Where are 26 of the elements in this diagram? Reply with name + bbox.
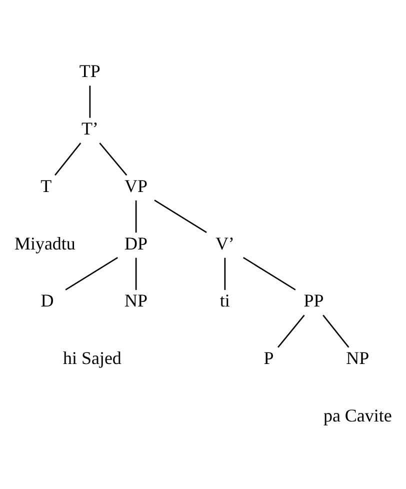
connector [322, 314, 350, 348]
connector [243, 256, 296, 290]
node-label: Miyadtu [14, 232, 76, 253]
node-label: pa Cavite [323, 404, 392, 425]
node-text: D [40, 290, 54, 310]
connector [224, 257, 226, 290]
node-text: TP [79, 60, 100, 81]
connector [89, 85, 91, 118]
node-text: PP [304, 290, 324, 310]
node-text: NP [124, 290, 148, 310]
connector [278, 314, 305, 348]
connector [135, 257, 137, 290]
connector [99, 142, 128, 176]
node-text: V’ [215, 232, 234, 253]
connector [65, 256, 118, 290]
connector [54, 142, 82, 176]
node-text: VP [124, 175, 148, 196]
connector [135, 200, 137, 232]
node-text: ti [220, 290, 230, 310]
node-text: T [40, 175, 52, 196]
label: hi Sajed [62, 348, 122, 368]
node-text: T’ [81, 118, 98, 138]
node-text: DP [124, 232, 148, 253]
connector [154, 199, 207, 233]
node-text: NP [346, 348, 370, 368]
node-text: P [264, 348, 274, 368]
